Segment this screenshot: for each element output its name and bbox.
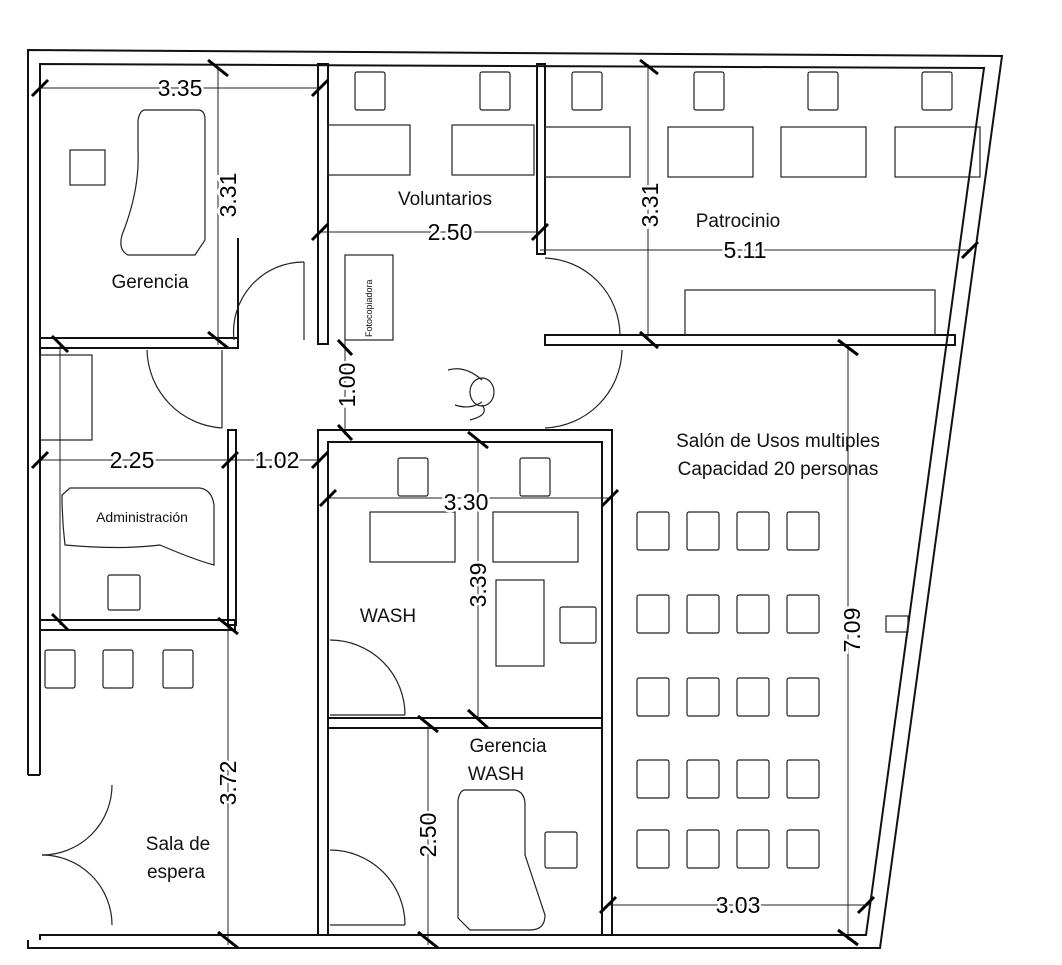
chair (162, 649, 194, 689)
salon-chair (736, 759, 770, 799)
salon-chair (686, 829, 720, 869)
gerencia-desk (120, 109, 206, 256)
dim-sala-height: 3.72 (215, 761, 241, 806)
salon-chair (636, 594, 670, 634)
room-label-gerencia: Gerencia (111, 272, 189, 293)
dim-salon-width: 3.03 (716, 892, 761, 918)
dim-salon-height: 7.09 (839, 608, 865, 653)
room-label-sala: Sala de (146, 834, 210, 855)
chair (519, 457, 551, 497)
photocopier-label: Fotocopiadora (364, 279, 374, 337)
dimension-lines (30, 58, 980, 950)
dim-voluntarios-width: 2.50 (428, 219, 473, 245)
dim-patrocinio-height: 3.31 (637, 183, 663, 228)
person-icon (447, 368, 495, 421)
outer-walls (27, 48, 1004, 949)
room-label-voluntarios: Voluntarios (398, 189, 492, 210)
dim-gerencia-height: 3.31 (215, 173, 241, 218)
room-label-wash: WASH (360, 606, 416, 627)
furniture (39, 109, 981, 931)
chair (807, 71, 839, 111)
chair (544, 831, 578, 869)
dim-wash-width: 3.30 (444, 489, 489, 515)
chair (397, 457, 429, 497)
salon-chair (786, 759, 820, 799)
salon-chair (686, 677, 720, 717)
salon-chair (786, 829, 820, 869)
room-label-salon-capacity: Capacidad 20 personas (678, 459, 879, 480)
dim-patrocinio-width: 5.11 (723, 237, 766, 263)
dim-corridor-width: 1.00 (334, 363, 360, 408)
salon-chair (686, 594, 720, 634)
salon-chair (786, 677, 820, 717)
salon-chair (736, 594, 770, 634)
chair (921, 71, 953, 111)
room-label-salon: Salón de Usos multiples (676, 431, 880, 452)
salon-chair (736, 677, 770, 717)
salon-chair (736, 511, 770, 551)
chair (559, 606, 597, 644)
chairs (44, 71, 953, 869)
chair (571, 71, 603, 111)
salon-chair (786, 594, 820, 634)
patrocinio-counter (684, 289, 936, 336)
photocopier: Fotocopiadora (344, 254, 394, 341)
dim-wash-height: 3.39 (465, 563, 491, 608)
room-label-patrocinio: Patrocinio (696, 211, 781, 232)
room-label-gerencia-wash: Gerencia (469, 736, 547, 757)
salon-chair (686, 511, 720, 551)
salon-chair (686, 759, 720, 799)
interior-walls (39, 63, 956, 936)
chair (693, 71, 725, 111)
room-labels: Gerencia Voluntarios Patrocinio Salón de… (96, 189, 880, 883)
dim-gerencia-wash-height: 2.50 (415, 813, 441, 858)
salon-chair (636, 829, 670, 869)
salon-chair (636, 511, 670, 551)
chair (354, 71, 386, 111)
chair (69, 149, 106, 186)
doors (41, 257, 909, 926)
chair (107, 574, 141, 611)
chair (102, 649, 134, 689)
salon-chair (736, 829, 770, 869)
dim-admin-width: 2.25 (110, 447, 155, 473)
room-label-gerencia-wash-2: WASH (468, 764, 524, 785)
salon-chair (636, 759, 670, 799)
room-label-administracion: Administración (96, 509, 188, 525)
chair (479, 71, 511, 111)
gerencia-wash-desk (457, 789, 546, 931)
chair (44, 649, 76, 689)
dim-corridor-side: 1.02 (255, 447, 300, 473)
admin-cabinet (39, 354, 93, 441)
salon-chair (786, 511, 820, 551)
dimension-labels: 3.35 3.31 2.50 3.31 5.11 1.00 2.25 1.02 … (107, 73, 867, 921)
admin-desk (61, 487, 215, 566)
salon-chair (636, 677, 670, 717)
dim-gerencia-width: 3.35 (158, 75, 203, 101)
room-label-sala-2: espera (147, 862, 206, 883)
